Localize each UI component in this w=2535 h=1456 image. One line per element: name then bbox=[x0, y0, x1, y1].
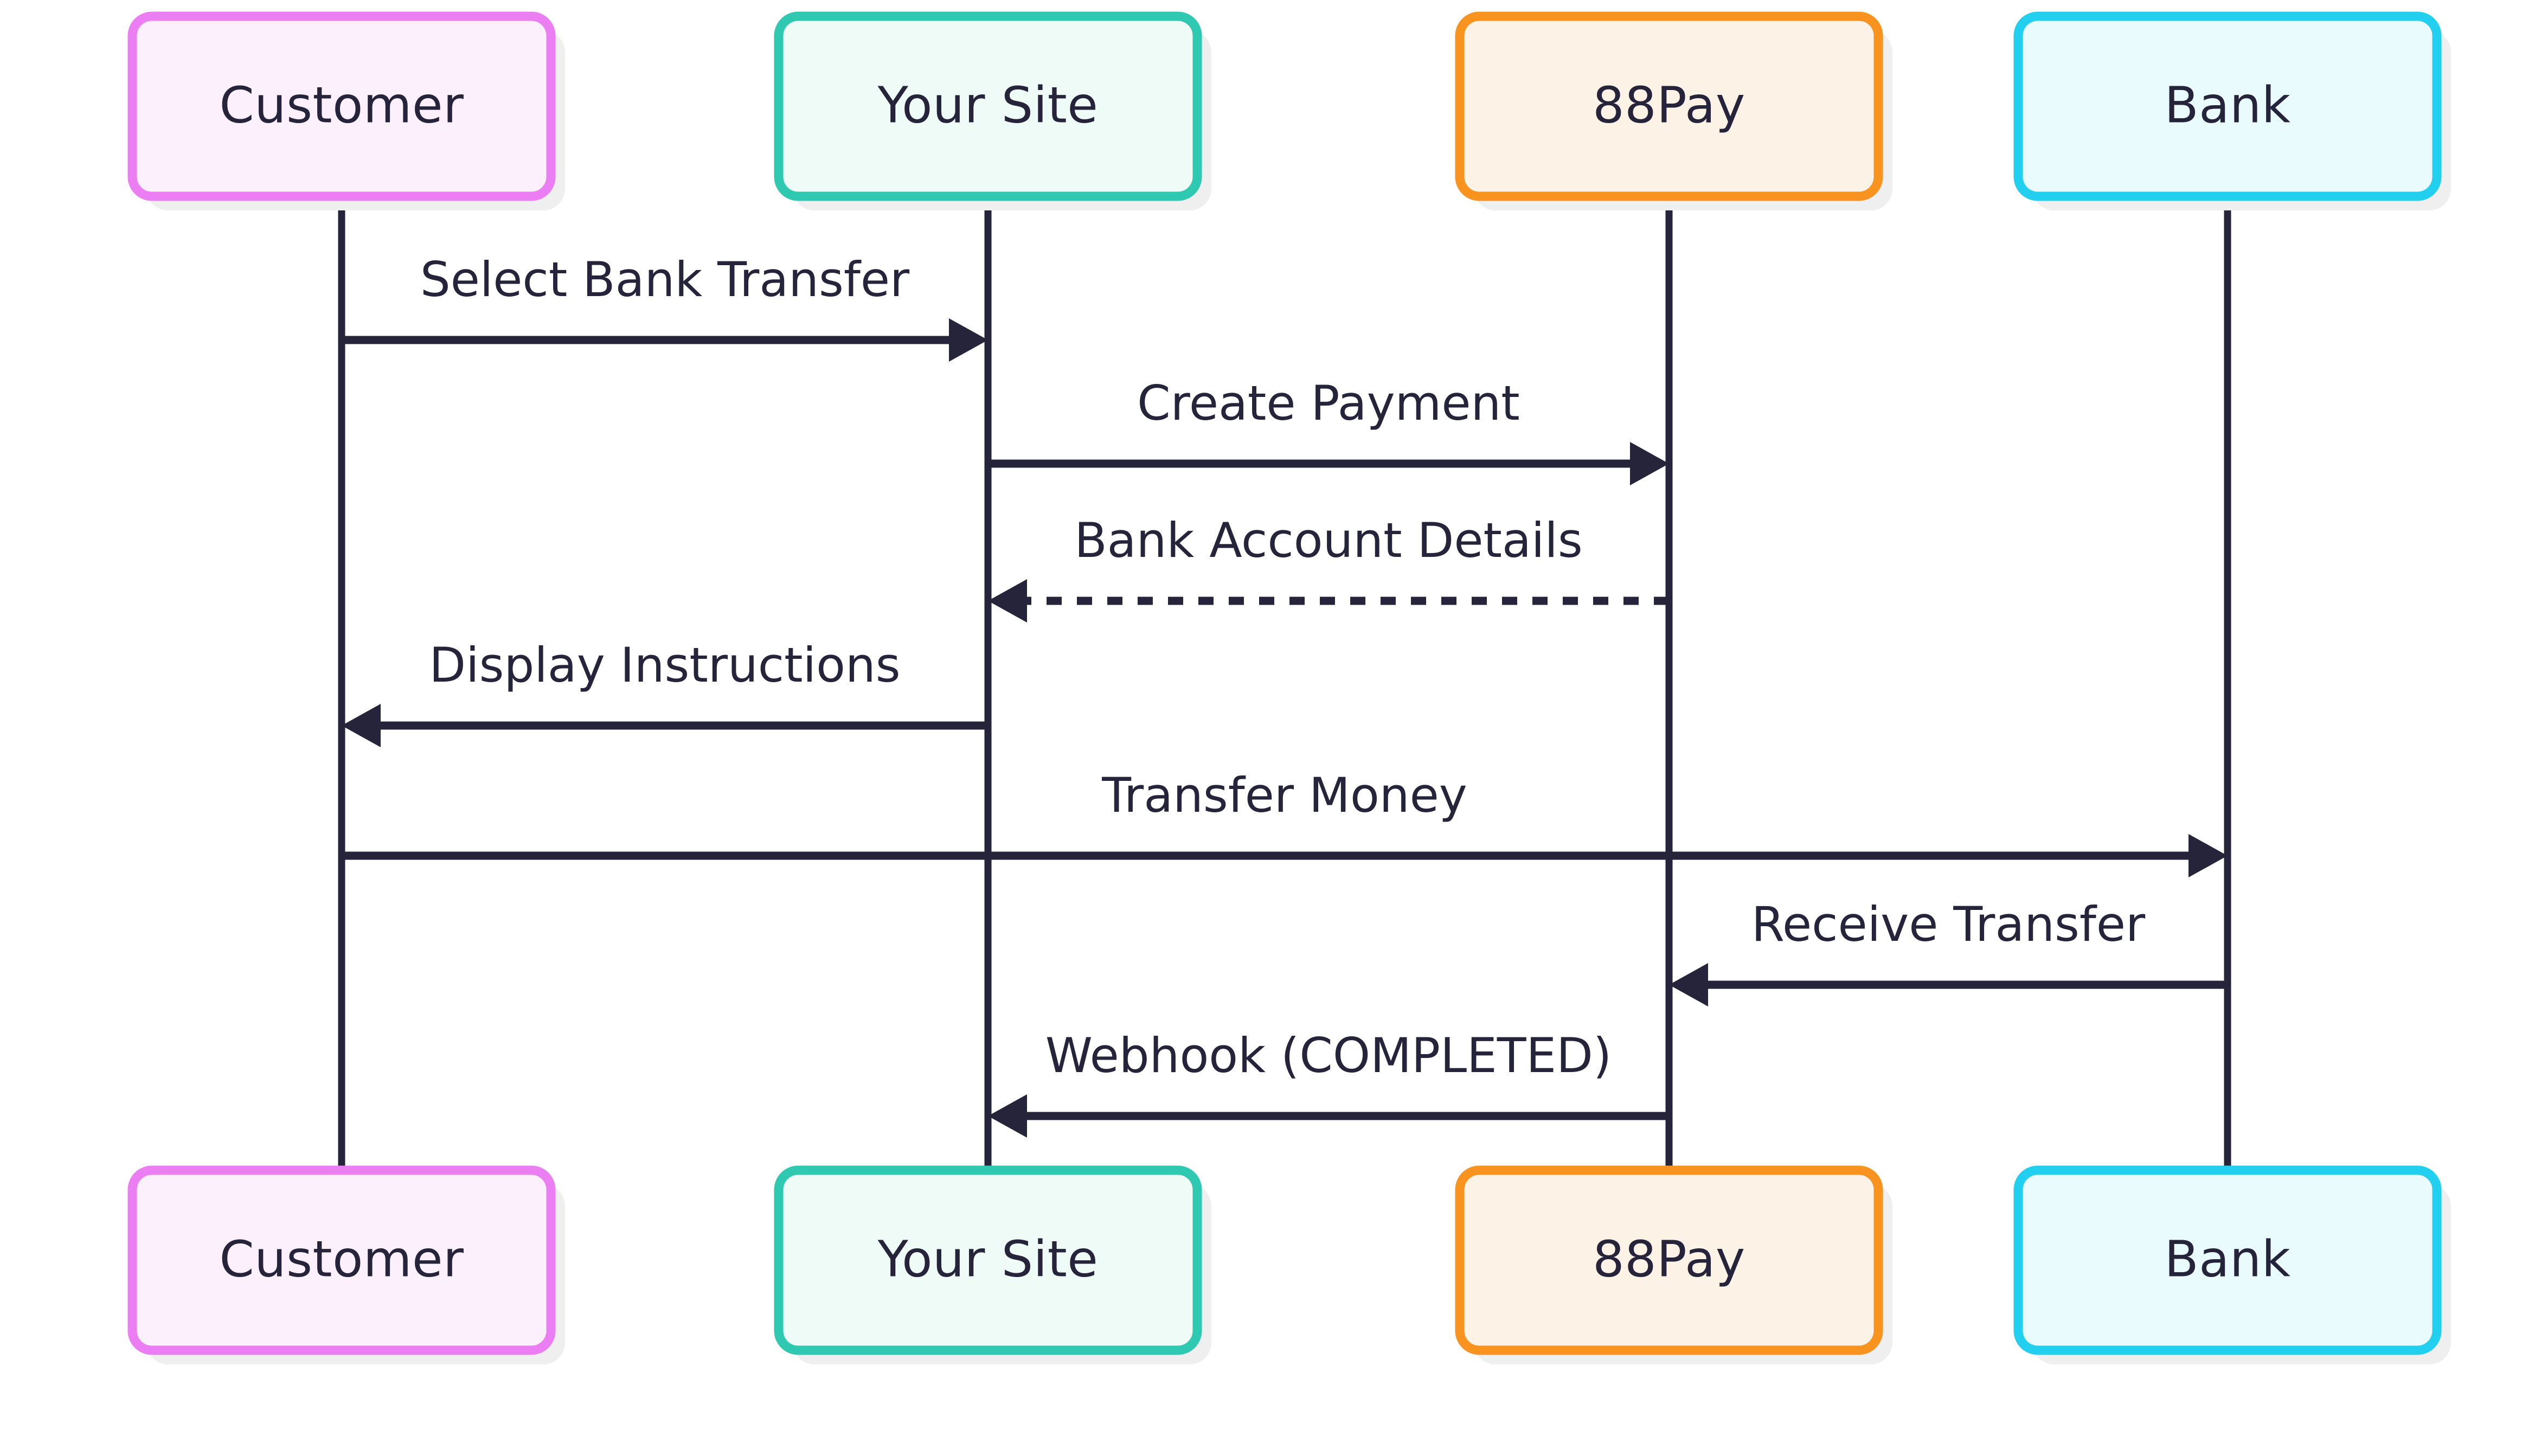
message-label-6: Receive Transfer bbox=[1751, 896, 2146, 952]
actor-box-rect[interactable] bbox=[127, 1165, 556, 1355]
actor-box-rect[interactable] bbox=[127, 11, 556, 201]
message-4: Display Instructions bbox=[342, 637, 988, 747]
arrowhead-2 bbox=[1630, 442, 1669, 485]
lifelines-layer bbox=[338, 196, 2231, 1170]
actor-box-your-site-top[interactable]: Your Site bbox=[774, 11, 1211, 210]
actor-box-88pay-top[interactable]: 88Pay bbox=[1455, 11, 1892, 210]
actor-box-bank-bottom[interactable]: Bank bbox=[2013, 1165, 2451, 1364]
message-1: Select Bank Transfer bbox=[342, 252, 988, 362]
actor-label-88pay: 88Pay bbox=[1593, 76, 1745, 134]
message-7: Webhook (COMPLETED) bbox=[988, 1028, 1669, 1138]
arrowhead-1 bbox=[949, 318, 988, 362]
message-5: Transfer Money bbox=[342, 767, 2228, 877]
actor-box-rect[interactable] bbox=[774, 11, 1202, 201]
actor-box-bank-top[interactable]: Bank bbox=[2013, 11, 2451, 210]
actor-label-customer: Customer bbox=[220, 76, 464, 134]
actor-label-bank: Bank bbox=[2164, 76, 2290, 134]
arrowhead-7 bbox=[988, 1094, 1027, 1138]
message-label-5: Transfer Money bbox=[1101, 767, 1467, 823]
actor-box-your-site-bottom[interactable]: Your Site bbox=[774, 1165, 1211, 1364]
actor-label-88pay: 88Pay bbox=[1593, 1230, 1745, 1288]
message-label-3: Bank Account Details bbox=[1074, 512, 1582, 568]
arrowhead-3 bbox=[988, 579, 1027, 623]
actor-box-rect[interactable] bbox=[774, 1165, 1202, 1355]
message-label-7: Webhook (COMPLETED) bbox=[1045, 1028, 1612, 1083]
actor-box-rect[interactable] bbox=[2013, 11, 2442, 201]
actor-box-rect[interactable] bbox=[1455, 11, 1883, 201]
actor-label-your-site: Your Site bbox=[877, 76, 1099, 134]
message-label-2: Create Payment bbox=[1137, 375, 1520, 431]
message-2: Create Payment bbox=[988, 375, 1669, 485]
actor-box-customer-bottom[interactable]: Customer bbox=[127, 1165, 565, 1364]
actor-label-your-site: Your Site bbox=[877, 1230, 1099, 1288]
message-label-1: Select Bank Transfer bbox=[420, 252, 910, 307]
arrowhead-5 bbox=[2189, 834, 2228, 877]
actor-box-rect[interactable] bbox=[2013, 1165, 2442, 1355]
actor-box-rect[interactable] bbox=[1455, 1165, 1883, 1355]
arrowhead-4 bbox=[342, 704, 381, 747]
message-3: Bank Account Details bbox=[988, 512, 1669, 623]
arrowhead-6 bbox=[1669, 963, 1708, 1006]
actor-label-customer: Customer bbox=[220, 1230, 464, 1288]
actor-label-bank: Bank bbox=[2164, 1230, 2290, 1288]
message-6: Receive Transfer bbox=[1669, 896, 2228, 1006]
actor-box-customer-top[interactable]: Customer bbox=[127, 11, 565, 210]
actor-box-88pay-bottom[interactable]: 88Pay bbox=[1455, 1165, 1892, 1364]
message-label-4: Display Instructions bbox=[429, 637, 900, 693]
